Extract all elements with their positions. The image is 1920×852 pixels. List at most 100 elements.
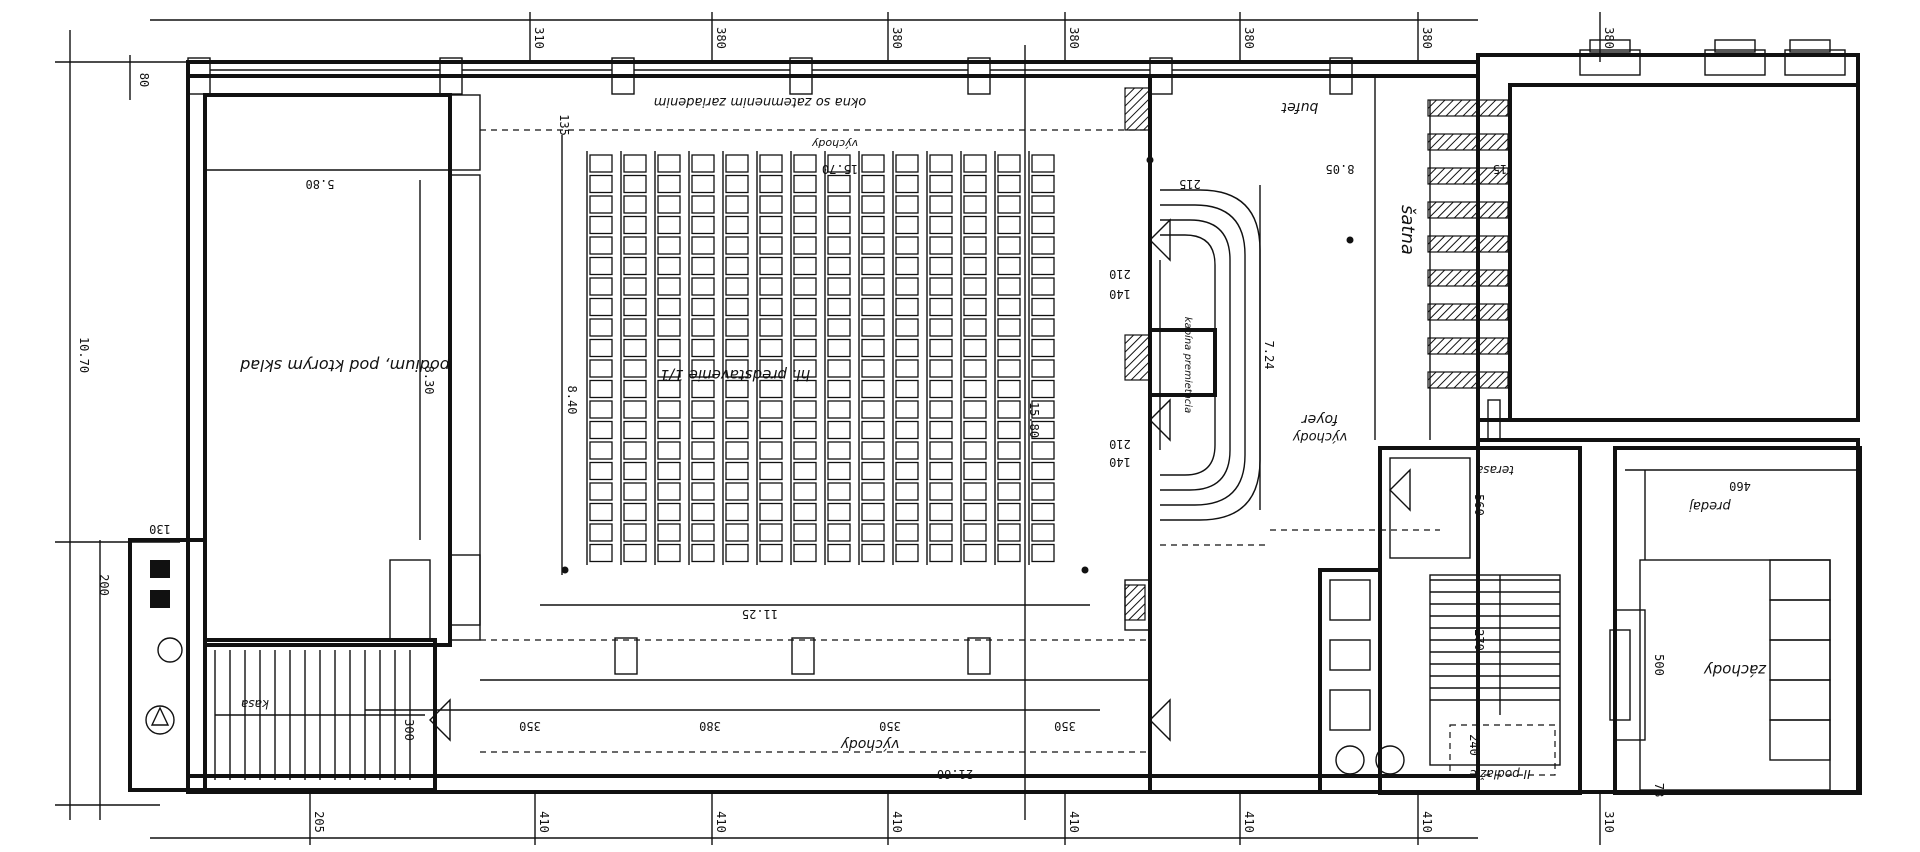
seat bbox=[963, 338, 987, 358]
seat bbox=[759, 482, 783, 501]
axis-label-top: 380 bbox=[1242, 27, 1256, 49]
seat bbox=[895, 502, 919, 522]
seat bbox=[861, 256, 885, 276]
pilaster bbox=[439, 57, 463, 95]
seat bbox=[623, 174, 647, 194]
seat bbox=[963, 297, 987, 317]
seat bbox=[827, 502, 851, 522]
seat bbox=[657, 297, 681, 317]
seat bbox=[589, 359, 613, 378]
axis-label-bottom: 410 bbox=[1420, 811, 1434, 833]
seat bbox=[997, 441, 1021, 460]
seat bbox=[589, 502, 613, 522]
seat bbox=[1031, 543, 1055, 563]
seat bbox=[691, 441, 715, 460]
seat bbox=[623, 400, 647, 419]
labels: podium, pod ktorym sklad hl. predstaveni… bbox=[239, 94, 1767, 781]
bottom-exits-label: východy bbox=[840, 736, 900, 752]
seat bbox=[725, 359, 749, 378]
dim-380: 380 bbox=[699, 719, 721, 733]
wardrobe-counter bbox=[1427, 167, 1509, 185]
seat bbox=[691, 174, 715, 194]
axis-label-top: 380 bbox=[1602, 27, 1616, 49]
seat bbox=[623, 359, 647, 378]
seat bbox=[963, 195, 987, 214]
axis-label-bottom: 410 bbox=[1067, 811, 1081, 833]
seat bbox=[759, 461, 783, 481]
seat bbox=[861, 215, 885, 235]
seat bbox=[691, 420, 715, 440]
dim-300: 300 bbox=[402, 719, 416, 741]
seat bbox=[895, 338, 919, 358]
seat bbox=[759, 338, 783, 358]
dim-240: 240 bbox=[1467, 734, 1481, 756]
seat bbox=[793, 215, 817, 235]
dim-hall-length: 15.80 bbox=[1027, 402, 1041, 438]
seat bbox=[997, 174, 1021, 194]
seat bbox=[623, 543, 647, 563]
seat bbox=[589, 338, 613, 358]
seat bbox=[725, 523, 749, 542]
seat bbox=[589, 400, 613, 419]
seat bbox=[657, 154, 681, 173]
seat bbox=[861, 297, 885, 317]
seat bbox=[793, 318, 817, 337]
dim-hall-width: 15.70 bbox=[822, 162, 858, 176]
seat bbox=[861, 441, 885, 460]
lower-right-rooms bbox=[1318, 446, 1582, 795]
seat bbox=[929, 379, 953, 399]
seat bbox=[997, 297, 1021, 317]
stage bbox=[203, 93, 481, 647]
outer-walls bbox=[186, 53, 1860, 794]
seat bbox=[691, 236, 715, 255]
seat bbox=[827, 277, 851, 296]
wardrobe-label: šatna bbox=[1397, 205, 1418, 255]
door-markers bbox=[429, 87, 1411, 742]
seat bbox=[793, 523, 817, 542]
wardrobe-counters bbox=[1427, 99, 1509, 389]
cash-desk-label: kasa bbox=[241, 697, 269, 711]
seat bbox=[759, 215, 783, 235]
seat bbox=[725, 502, 749, 522]
seat bbox=[623, 154, 647, 173]
dim-foyer-depth: 7.24 bbox=[1262, 341, 1276, 370]
seat bbox=[1031, 359, 1055, 378]
seat bbox=[827, 154, 851, 173]
seat bbox=[895, 359, 919, 378]
dim-350-b: 350 bbox=[1054, 719, 1076, 733]
seat bbox=[997, 236, 1021, 255]
seat bbox=[827, 359, 851, 378]
seat bbox=[1031, 400, 1055, 419]
seat bbox=[691, 379, 715, 399]
seat bbox=[929, 297, 953, 317]
foyer-label: foyer bbox=[1301, 411, 1338, 427]
adjacent-building bbox=[1579, 39, 1846, 76]
stage-label: podium, pod ktorym sklad bbox=[239, 356, 451, 375]
seat bbox=[997, 256, 1021, 276]
seat bbox=[589, 318, 613, 337]
seat bbox=[657, 482, 681, 501]
seat bbox=[929, 174, 953, 194]
seat bbox=[929, 215, 953, 235]
dim-top-right: 8.05 bbox=[1326, 162, 1355, 176]
seat bbox=[997, 420, 1021, 440]
seat bbox=[895, 482, 919, 501]
seat bbox=[861, 461, 885, 481]
seat bbox=[657, 174, 681, 194]
seat bbox=[929, 543, 953, 563]
seat bbox=[827, 297, 851, 317]
axis-label-top: 310 bbox=[532, 27, 546, 49]
seat bbox=[623, 195, 647, 214]
seat bbox=[793, 154, 817, 173]
seat bbox=[963, 154, 987, 173]
dim-total-height: 10.70 bbox=[77, 337, 91, 373]
seat bbox=[963, 441, 987, 460]
seat bbox=[589, 297, 613, 317]
seat bbox=[929, 441, 953, 460]
seat bbox=[691, 523, 715, 542]
wardrobe-counter bbox=[1427, 201, 1509, 219]
seat bbox=[1031, 318, 1055, 337]
seat bbox=[895, 236, 919, 255]
seat bbox=[895, 400, 919, 419]
seat bbox=[793, 420, 817, 440]
